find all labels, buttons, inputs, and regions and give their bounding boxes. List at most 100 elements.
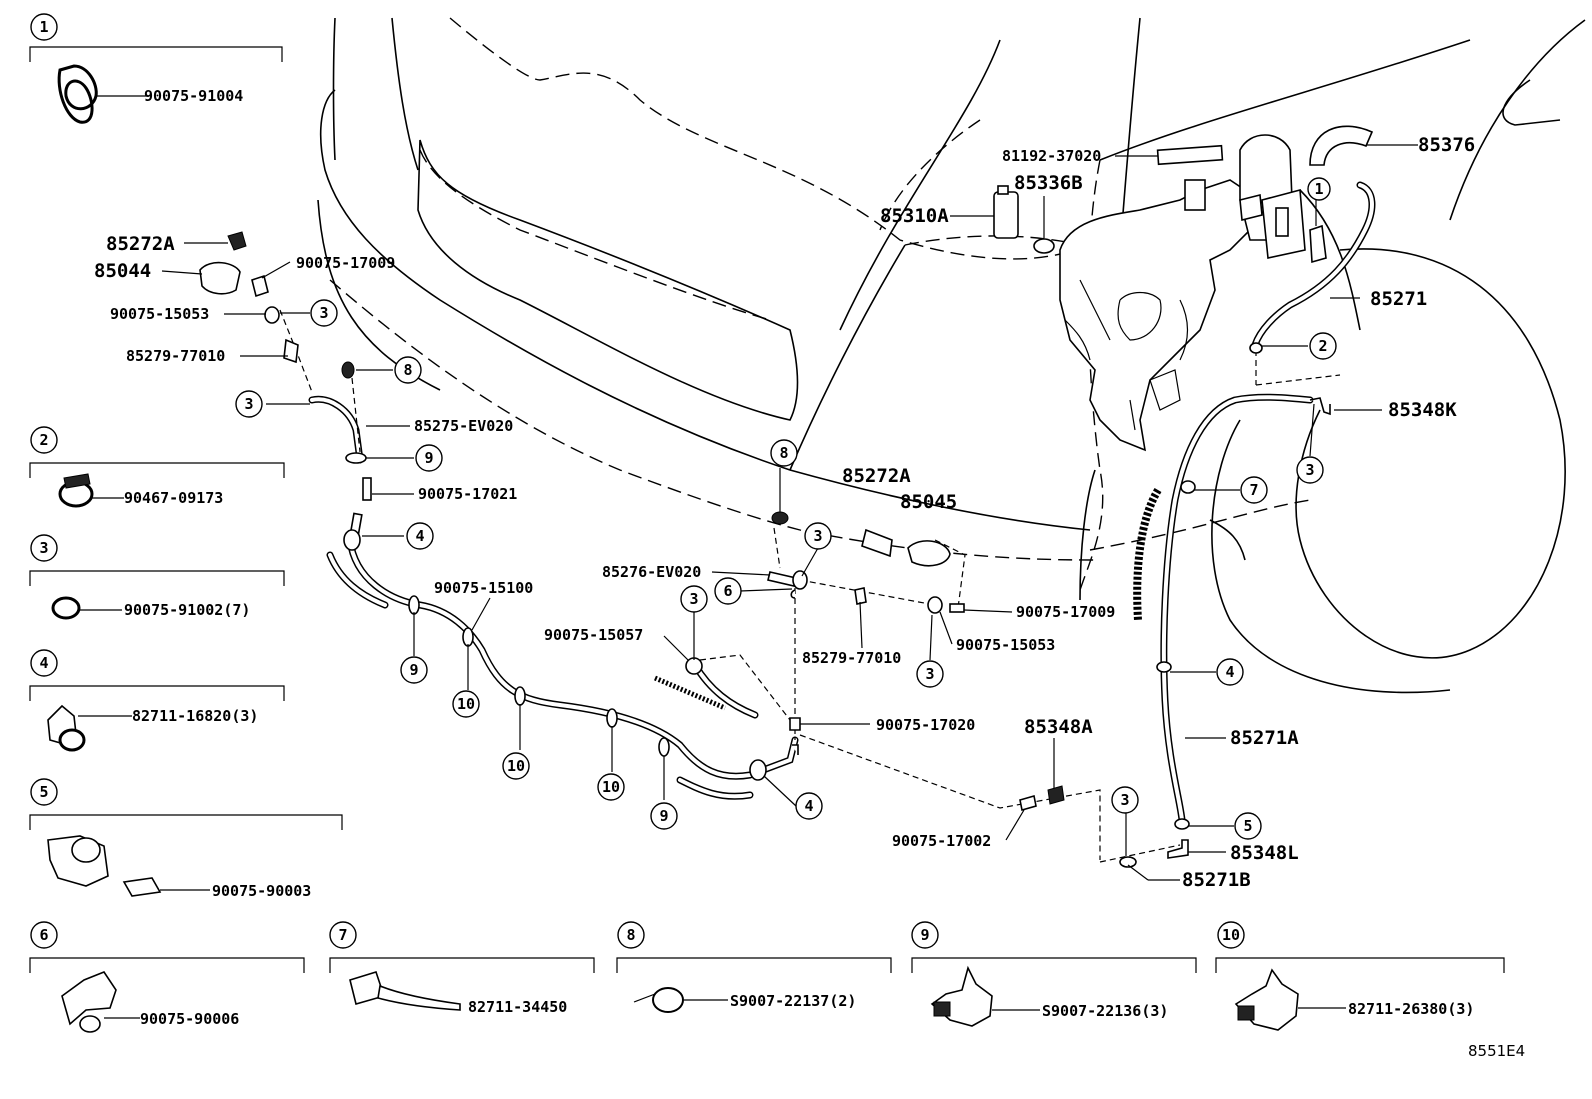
legend-item-7: 7 82711-34450 bbox=[329, 921, 595, 1016]
callout-circle: 1 bbox=[1307, 177, 1331, 201]
svg-text:3: 3 bbox=[813, 527, 822, 545]
legend-part-number: S9007-22137(2) bbox=[730, 992, 856, 1010]
svg-text:10: 10 bbox=[602, 778, 620, 796]
svg-text:10: 10 bbox=[1222, 926, 1240, 944]
callout-circle: 7 bbox=[1240, 476, 1268, 504]
svg-text:10: 10 bbox=[507, 757, 525, 775]
svg-text:7: 7 bbox=[338, 926, 347, 944]
svg-text:5: 5 bbox=[39, 783, 48, 801]
callout-circle: 3 bbox=[235, 390, 263, 418]
svg-text:3: 3 bbox=[925, 665, 934, 683]
part-label: 90075-17021 bbox=[418, 485, 517, 503]
part-label: 85045 bbox=[900, 491, 957, 513]
leader-lines bbox=[96, 95, 1382, 881]
callout-circle: 9 bbox=[400, 656, 428, 684]
svg-text:8: 8 bbox=[626, 926, 635, 944]
part-label: 90075-15057 bbox=[544, 626, 643, 644]
legend-item-10: 10 82711-26380(3) bbox=[1215, 921, 1505, 1031]
part-label: 90075-17002 bbox=[892, 832, 991, 850]
svg-text:3: 3 bbox=[39, 539, 48, 557]
part-label: 85376 bbox=[1418, 134, 1475, 156]
svg-text:4: 4 bbox=[804, 797, 813, 815]
washer-tank bbox=[1059, 134, 1306, 452]
part-label: 85348A bbox=[1024, 716, 1093, 738]
legend-item-9: 9 S9007-22136(3) bbox=[911, 921, 1197, 1027]
svg-text:8: 8 bbox=[403, 361, 412, 379]
legend-part-number: S9007-22136(3) bbox=[1042, 1002, 1168, 1020]
legend-item-1: 1 90075-91004 bbox=[29, 13, 283, 124]
part-81192-37020 bbox=[1115, 144, 1224, 166]
svg-text:3: 3 bbox=[1305, 461, 1314, 479]
svg-text:3: 3 bbox=[689, 590, 698, 608]
legend-part-number: 90075-90003 bbox=[212, 882, 311, 900]
callout-circle: 5 bbox=[1234, 812, 1262, 840]
svg-text:3: 3 bbox=[244, 395, 253, 413]
part-label: 85336B bbox=[1014, 172, 1083, 194]
svg-text:8: 8 bbox=[779, 444, 788, 462]
legend-item-4: 4 82711-16820(3) bbox=[29, 649, 285, 752]
part-label: 85271A bbox=[1230, 727, 1299, 749]
svg-text:4: 4 bbox=[1225, 663, 1234, 681]
legend-item-5: 5 90075-90003 bbox=[29, 778, 343, 900]
callout-circle: 10 bbox=[597, 773, 625, 801]
callout-circle: 9 bbox=[650, 802, 678, 830]
svg-text:1: 1 bbox=[1314, 180, 1323, 198]
svg-text:7: 7 bbox=[1249, 481, 1258, 499]
svg-text:4: 4 bbox=[415, 527, 424, 545]
svg-text:6: 6 bbox=[723, 582, 732, 600]
svg-text:6: 6 bbox=[39, 926, 48, 944]
callout-circle: 10 bbox=[502, 752, 530, 780]
diagram-code: 8551E4 bbox=[1468, 1042, 1525, 1060]
part-label: 90075-17020 bbox=[876, 716, 975, 734]
legend-part-number: 90075-91004 bbox=[144, 87, 243, 105]
part-label: 85348K bbox=[1388, 399, 1457, 421]
part-label: 90075-17009 bbox=[1016, 603, 1115, 621]
part-label: 85044 bbox=[94, 260, 151, 282]
part-85336B bbox=[1033, 196, 1055, 254]
callout-circle: 3 bbox=[1296, 456, 1324, 484]
callout-circle: 6 bbox=[714, 577, 742, 605]
part-label: 85310A bbox=[880, 205, 949, 227]
legend-part-number: 82711-34450 bbox=[468, 998, 567, 1016]
svg-text:9: 9 bbox=[424, 449, 433, 467]
part-label: 85271 bbox=[1370, 288, 1427, 310]
svg-text:9: 9 bbox=[920, 926, 929, 944]
svg-text:10: 10 bbox=[457, 695, 475, 713]
part-label: 81192-37020 bbox=[1002, 147, 1101, 165]
callout-circle: 2 bbox=[1309, 332, 1337, 360]
legend-part-number: 90075-90006 bbox=[140, 1010, 239, 1028]
callout-circle: 4 bbox=[1216, 658, 1244, 686]
part-label: 90075-15053 bbox=[110, 305, 209, 323]
svg-text:1: 1 bbox=[39, 18, 48, 36]
legend-part-number: 90467-09173 bbox=[124, 489, 223, 507]
small-parts bbox=[199, 224, 1331, 881]
legend-part-number: 82711-16820(3) bbox=[132, 707, 258, 725]
callout-circle: 9 bbox=[415, 444, 443, 472]
callout-circle: 3 bbox=[804, 522, 832, 550]
svg-text:9: 9 bbox=[409, 661, 418, 679]
callout-circle: 8 bbox=[770, 439, 798, 467]
svg-text:9: 9 bbox=[659, 807, 668, 825]
legend-item-8: 8 S9007-22137(2) bbox=[616, 921, 892, 1013]
part-label: 85279-77010 bbox=[802, 649, 901, 667]
part-label: 85279-77010 bbox=[126, 347, 225, 365]
callout-circle: 3 bbox=[680, 585, 708, 613]
callout-circle: 10 bbox=[452, 690, 480, 718]
legend-item-6: 6 90075-90006 bbox=[29, 921, 305, 1033]
legend-item-3: 3 90075-91002(7) bbox=[29, 534, 285, 620]
svg-text:2: 2 bbox=[1318, 337, 1327, 355]
part-label: 90075-15053 bbox=[956, 636, 1055, 654]
callout-circle: 8 bbox=[394, 356, 422, 384]
svg-text:2: 2 bbox=[39, 431, 48, 449]
part-85376 bbox=[1309, 125, 1418, 166]
legend-part-number: 82711-26380(3) bbox=[1348, 1000, 1474, 1018]
legend-part-number: 90075-91002(7) bbox=[124, 601, 250, 619]
callout-circle: 3 bbox=[310, 299, 338, 327]
part-label: 90075-17009 bbox=[296, 254, 395, 272]
part-label: 85348L bbox=[1230, 842, 1299, 864]
callout-circle: 4 bbox=[406, 522, 434, 550]
part-label: 90075-15100 bbox=[434, 579, 533, 597]
part-label: 85272A bbox=[106, 233, 175, 255]
part-85310A bbox=[950, 185, 1019, 239]
